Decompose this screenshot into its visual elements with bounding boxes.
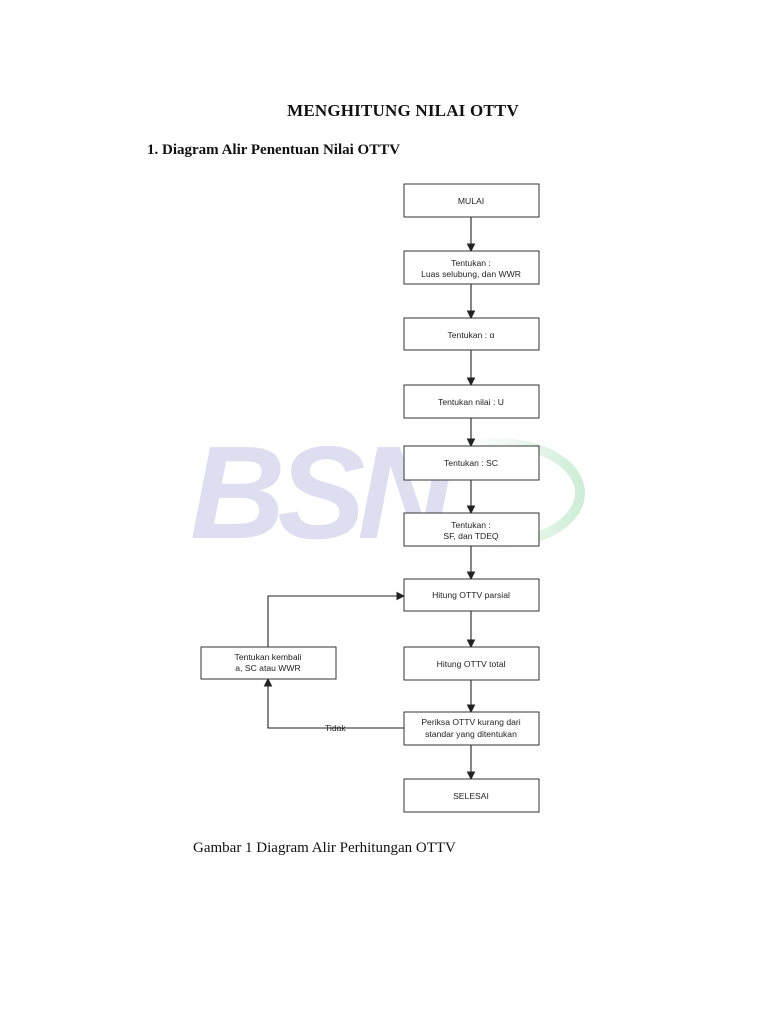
node-start-label: MULAI xyxy=(458,196,484,206)
node-determine-alpha-box xyxy=(403,317,540,351)
node-determine-u-box xyxy=(403,384,540,419)
node-determine-alpha-label: Tentukan : α xyxy=(447,330,494,340)
node-total-ottv-box xyxy=(403,646,540,681)
figure-caption: Gambar 1 Diagram Alir Perhitungan OTTV xyxy=(193,840,456,856)
node-partial-ottv-box xyxy=(403,578,540,612)
node-redetermine-line-2: a, SC atau WWR xyxy=(235,663,300,673)
node-partial-ottv-label: Hitung OTTV parsial xyxy=(432,590,510,600)
node-start-box xyxy=(403,183,540,218)
node-check-ottv-box xyxy=(403,711,540,746)
node-end-label: SELESAI xyxy=(453,791,489,801)
node-determine-sc-box xyxy=(403,445,540,481)
node-determine-u-label: Tentukan nilai : U xyxy=(438,397,504,407)
node-determine-sc-label: Tentukan : SC xyxy=(444,458,498,468)
node-redetermine-box xyxy=(200,646,337,680)
node-determine-area-line-1: Tentukan : xyxy=(451,258,491,268)
edge-label-no: Tidak xyxy=(325,723,346,733)
node-determine-area-box xyxy=(403,250,540,285)
node-check-ottv-line-2: standar yang ditentukan xyxy=(425,729,517,739)
node-determine-sf-line-1: Tentukan : xyxy=(451,520,491,530)
document-title: MENGHITUNG NILAI OTTV xyxy=(287,101,519,120)
node-total-ottv-label: Hitung OTTV total xyxy=(437,659,506,669)
node-end-box xyxy=(403,778,540,813)
node-determine-sf-line-2: SF, dan TDEQ xyxy=(443,531,499,541)
arrow-redetermine-to-partial xyxy=(267,591,406,647)
node-determine-sf-box xyxy=(403,512,540,547)
section-heading: 1. Diagram Alir Penentuan Nilai OTTV xyxy=(147,142,401,158)
node-determine-area-line-2: Luas selubung, dan WWR xyxy=(421,269,521,279)
node-redetermine-line-1: Tentukan kembali xyxy=(235,652,302,662)
node-check-ottv-line-1: Periksa OTTV kurang dari xyxy=(421,717,520,727)
arrow-check-to-redetermine xyxy=(263,677,404,729)
